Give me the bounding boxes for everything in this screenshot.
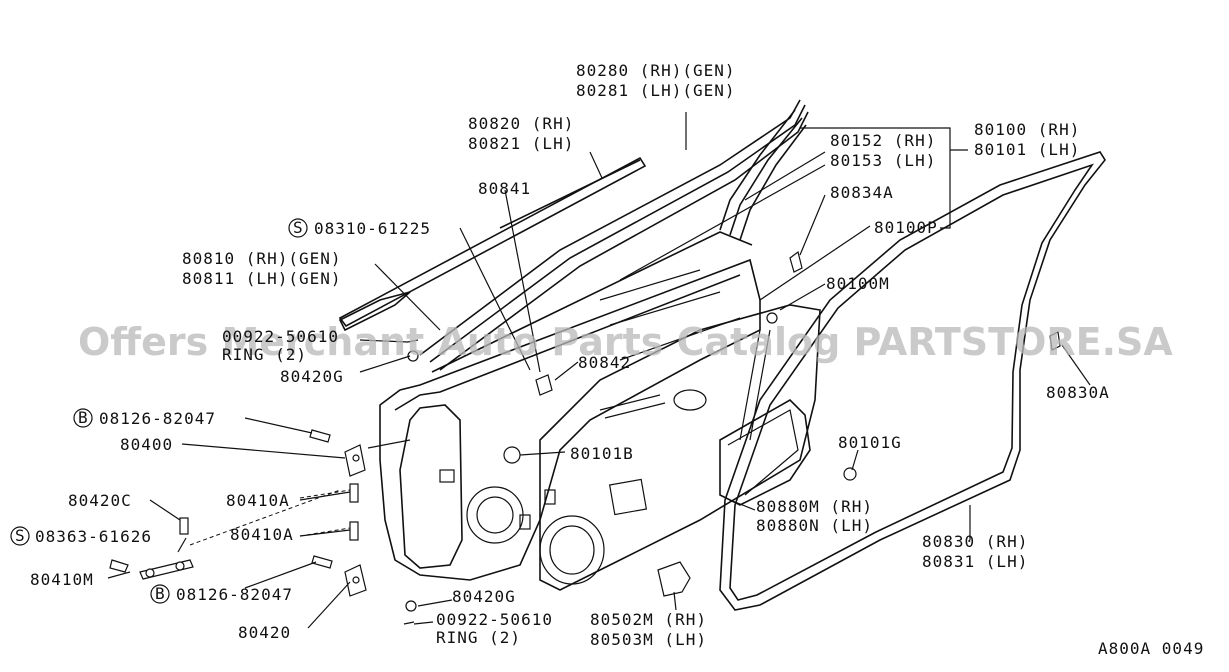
door-weatherstrip: [719, 151, 1106, 611]
clip-80100m: [766, 312, 778, 324]
label-08363: 08363-61626: [35, 527, 152, 546]
label-08310: 08310-61225: [314, 219, 431, 238]
leader-lines: [107, 112, 1091, 629]
clip-80834a: [789, 250, 803, 273]
check-link-stud: [179, 517, 189, 535]
label-80100m: 80100M: [826, 274, 890, 293]
label-08126-lower: 08126-82047: [176, 585, 293, 604]
label-80281: 80281 (LH)(GEN): [576, 81, 736, 100]
label-80880n: 80880N (LH): [756, 516, 873, 535]
label-80153: 80153 (LH): [830, 151, 936, 170]
label-80810: 80810 (RH)(GEN): [182, 249, 342, 268]
diagram-code: A800A 0049: [1098, 639, 1204, 658]
snap-ring-upper: [407, 339, 419, 343]
label-80820: 80820 (RH): [468, 114, 574, 133]
clip-80420g-lower: [405, 600, 417, 612]
standard-part-marker-b-upper: [73, 408, 93, 428]
standard-part-marker-s-lower: [10, 526, 30, 546]
hinge-bolt-lower: [311, 555, 333, 569]
label-00922-lower: 00922-50610: [436, 610, 553, 629]
label-80410m: 80410M: [30, 570, 94, 589]
label-80152: 80152 (RH): [830, 131, 936, 150]
marker-b-lower-letter: B: [155, 584, 166, 603]
door-sash-frame: [419, 99, 809, 373]
snap-ring-lower: [403, 621, 415, 625]
clip-80830a: [1049, 331, 1061, 351]
label-ring-lower: RING (2): [436, 628, 521, 647]
label-80830a: 80830A: [1046, 383, 1110, 402]
label-00922-upper: 00922-50610: [222, 327, 339, 346]
standard-part-marker-b-lower: [150, 584, 170, 604]
label-80410a-lower: 80410A: [230, 525, 294, 544]
label-80880m: 80880M (RH): [756, 497, 873, 516]
label-80420g-upper: 80420G: [280, 367, 344, 386]
label-80842: 80842: [578, 353, 631, 372]
label-80400: 80400: [120, 435, 173, 454]
label-80100p: 80100P: [874, 218, 938, 237]
label-80502m: 80502M (RH): [590, 610, 707, 629]
label-80831: 80831 (LH): [922, 552, 1028, 571]
lower-hinge: [344, 564, 367, 597]
lower-trim-pocket: [719, 399, 811, 506]
label-80834a: 80834A: [830, 183, 894, 202]
clip-80842: [535, 374, 553, 396]
label-80420c: 80420C: [68, 491, 132, 510]
callout-labels: 80280 (RH)(GEN) 80281 (LH)(GEN) 80820 (R…: [10, 61, 1204, 658]
label-80830: 80830 (RH): [922, 532, 1028, 551]
label-80841: 80841: [478, 179, 531, 198]
label-80101b: 80101B: [570, 444, 634, 463]
label-80420: 80420: [238, 623, 291, 642]
label-80101: 80101 (LH): [974, 140, 1080, 159]
label-80280: 80280 (RH)(GEN): [576, 61, 736, 80]
label-80503m: 80503M (LH): [590, 630, 707, 649]
plug-80101g: [843, 467, 857, 481]
plug-80101b: [503, 446, 521, 464]
hinge-bolt-upper: [309, 429, 331, 443]
label-ring-upper: RING (2): [222, 345, 307, 364]
clip-80420g-upper: [407, 350, 419, 362]
label-80821: 80821 (LH): [468, 134, 574, 153]
upper-hinge: [344, 439, 411, 477]
marker-s-lower-letter: S: [15, 526, 26, 545]
label-80410a-upper: 80410A: [226, 491, 290, 510]
label-80100: 80100 (RH): [974, 120, 1080, 139]
marker-b-upper-letter: B: [78, 408, 89, 427]
marker-s-letter: S: [293, 218, 304, 237]
label-08126-upper: 08126-82047: [99, 409, 216, 428]
check-link-bolt: [109, 559, 129, 573]
pocket-80502m: [657, 561, 691, 597]
standard-part-marker-s: [288, 218, 308, 238]
watermark-text: Offers Merchant Auto Parts Catalog PARTS…: [78, 320, 1173, 364]
belt-moulding-strip: [338, 156, 647, 328]
door-check-link: [139, 489, 341, 580]
label-80811: 80811 (LH)(GEN): [182, 269, 342, 288]
door-inner-panel: [379, 258, 761, 581]
label-80420g-lower: 80420G: [452, 587, 516, 606]
label-80101g: 80101G: [838, 433, 902, 452]
outer-weatherstrip: [338, 291, 411, 332]
